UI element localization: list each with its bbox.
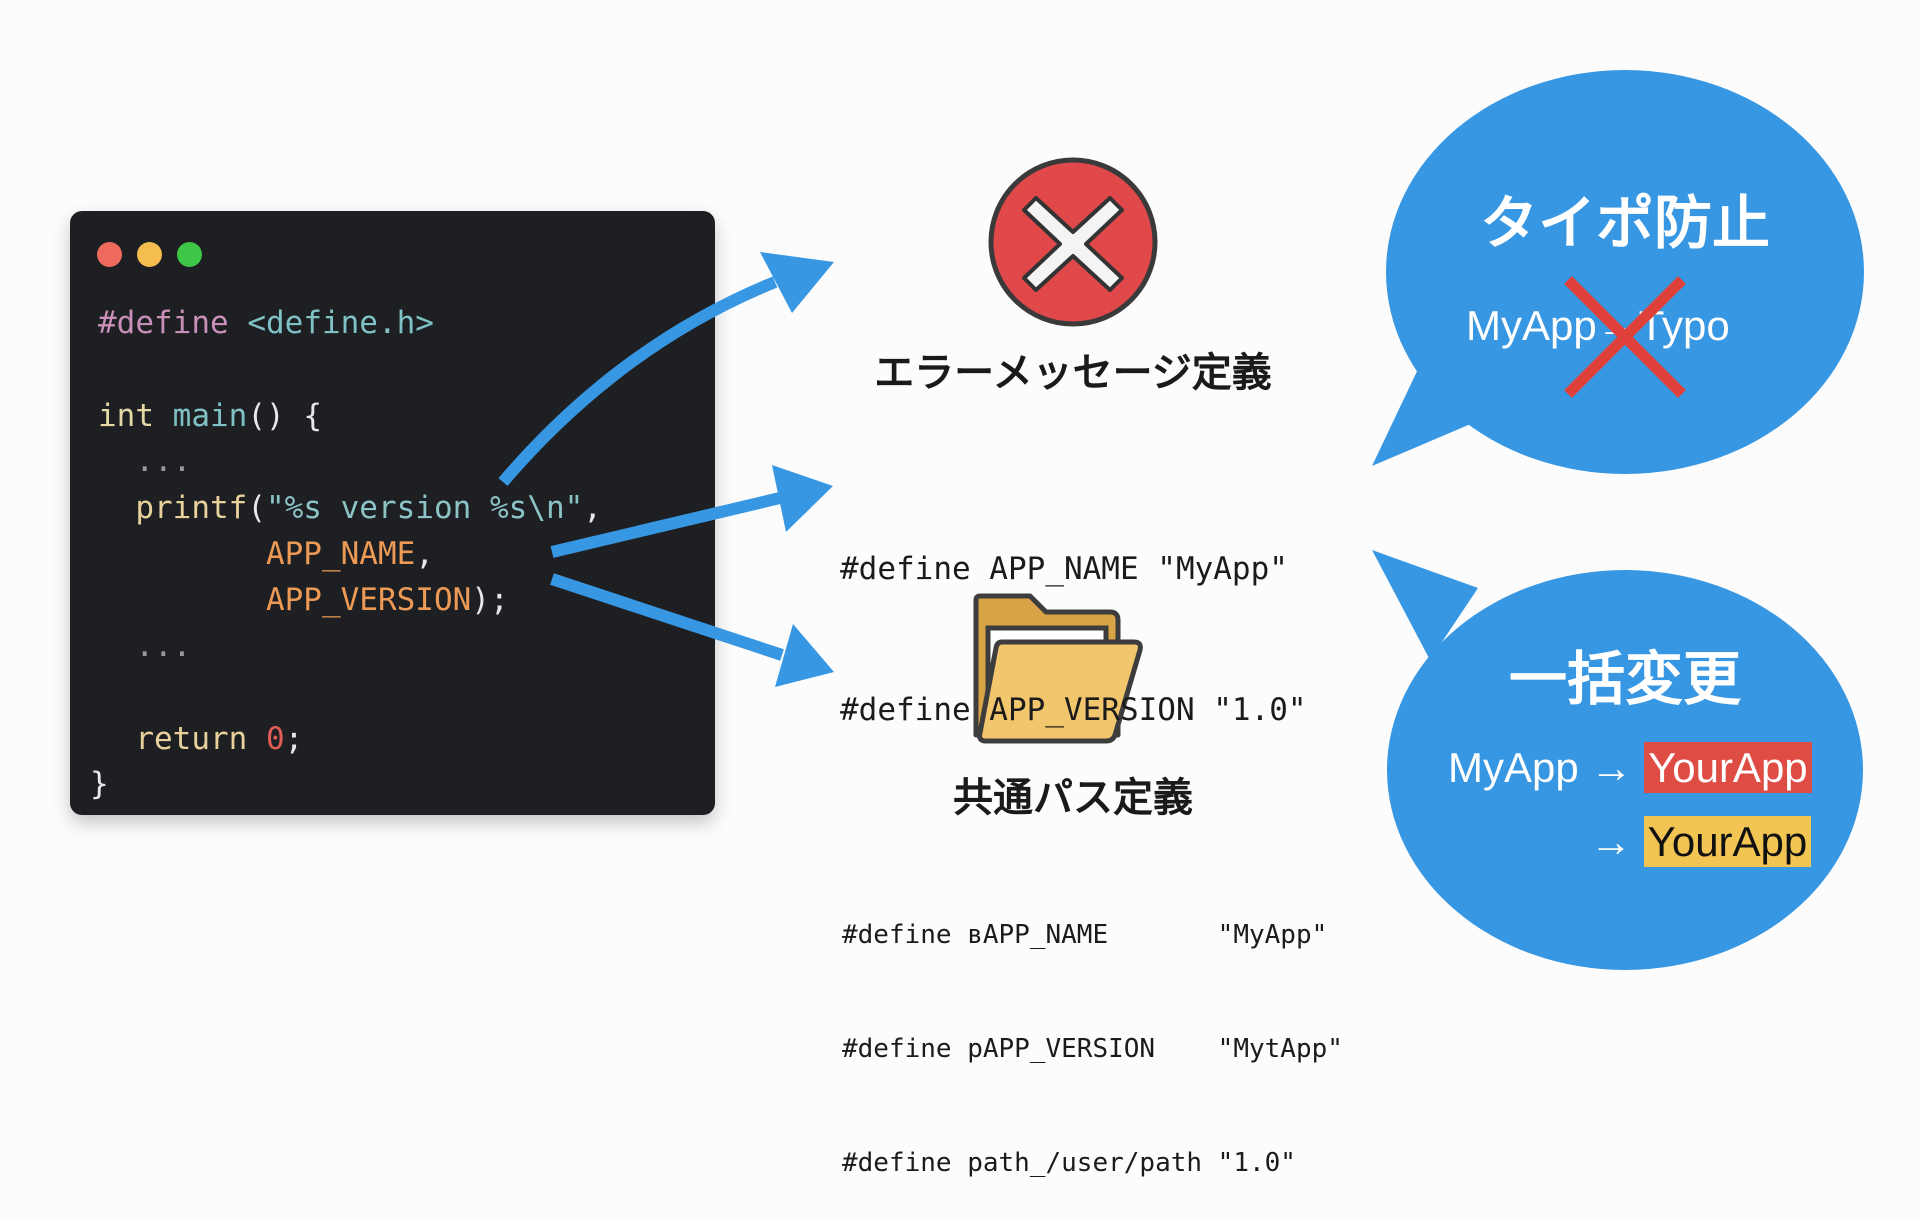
code-token-macro: APP_VERSION xyxy=(98,582,472,618)
arrow-icon: → xyxy=(1590,744,1633,791)
code-editor-window: #define <define.h> int main() { ... print… xyxy=(70,211,715,815)
bulk-to-highlight-red: YourApp xyxy=(1644,742,1812,793)
define-list: #define APP_NAME "MyApp" #define APP_VER… xyxy=(840,452,1307,781)
define-line: #define APP_NAME "MyApp" xyxy=(840,551,1288,587)
code-token-kw: return xyxy=(98,721,248,757)
code-token-punc: , xyxy=(583,490,602,526)
red-cross-icon xyxy=(1564,276,1686,398)
path-define-line: #define pAPP_VERSION "MytApp" xyxy=(842,1034,1343,1064)
code-token-dim: ... xyxy=(98,628,192,664)
path-definition-label: 共通パス定義 xyxy=(953,775,1193,821)
code-token-type: int xyxy=(98,398,154,434)
define-line: #define APP_VERSION "1.0" xyxy=(840,692,1307,728)
code-line: #define <define.h> xyxy=(98,303,434,343)
code-token-dim: ... xyxy=(98,443,192,479)
code-token-punc xyxy=(154,398,173,434)
bulk-from-text: MyApp xyxy=(1448,744,1579,791)
code-token-macro: APP_NAME xyxy=(98,536,416,572)
code-token-punc: ); xyxy=(471,582,509,618)
code-line: ... xyxy=(98,626,191,666)
code-token-punc: () { xyxy=(247,398,322,434)
error-x-circle-icon xyxy=(988,157,1158,327)
code-token-punc: ( xyxy=(247,490,266,526)
bulk-change-title: 一括変更 xyxy=(1508,645,1741,713)
code-token-str: "%s version %s\n" xyxy=(265,490,584,526)
typo-prevention-title: タイポ防止 xyxy=(1479,189,1770,257)
code-token-punc: } xyxy=(90,766,109,802)
window-close-button[interactable] xyxy=(97,242,122,267)
code-token-kw: printf xyxy=(98,490,248,526)
arrow-icon: → xyxy=(1590,818,1632,865)
window-maximize-button[interactable] xyxy=(177,242,202,267)
code-token-num: 0 xyxy=(265,721,285,757)
error-definition-label: エラーメッセージ定義 xyxy=(874,350,1272,396)
path-define-list: #define вAPP_NAME "MyApp" #define pAPP_V… xyxy=(842,840,1343,1220)
path-define-line: #define вAPP_NAME "MyApp" xyxy=(842,920,1328,950)
bulk-change-row-2: → YourApp xyxy=(1590,816,1812,867)
code-token-fn: main xyxy=(172,398,248,434)
code-line: APP_NAME, xyxy=(98,534,434,574)
code-line: printf("%s version %s\n", xyxy=(98,488,602,528)
code-token-pre: #define xyxy=(98,305,229,341)
code-token-punc xyxy=(229,305,248,341)
code-line: ... xyxy=(98,441,191,481)
code-line: } xyxy=(90,764,109,804)
code-token-punc xyxy=(247,721,266,757)
bulk-change-row-1: MyApp → YourApp xyxy=(1448,742,1812,793)
bulk-to-highlight-yellow: YourApp xyxy=(1643,816,1812,867)
code-token-inc: <define.h> xyxy=(247,305,434,341)
code-line: int main() { xyxy=(98,396,322,436)
window-minimize-button[interactable] xyxy=(137,242,162,267)
code-token-punc: , xyxy=(415,536,434,572)
code-line: return 0; xyxy=(98,719,303,759)
code-token-punc: ; xyxy=(284,721,304,757)
code-line: APP_VERSION); xyxy=(98,580,509,620)
path-define-line: #define path_/user/path "1.0" xyxy=(842,1148,1296,1178)
